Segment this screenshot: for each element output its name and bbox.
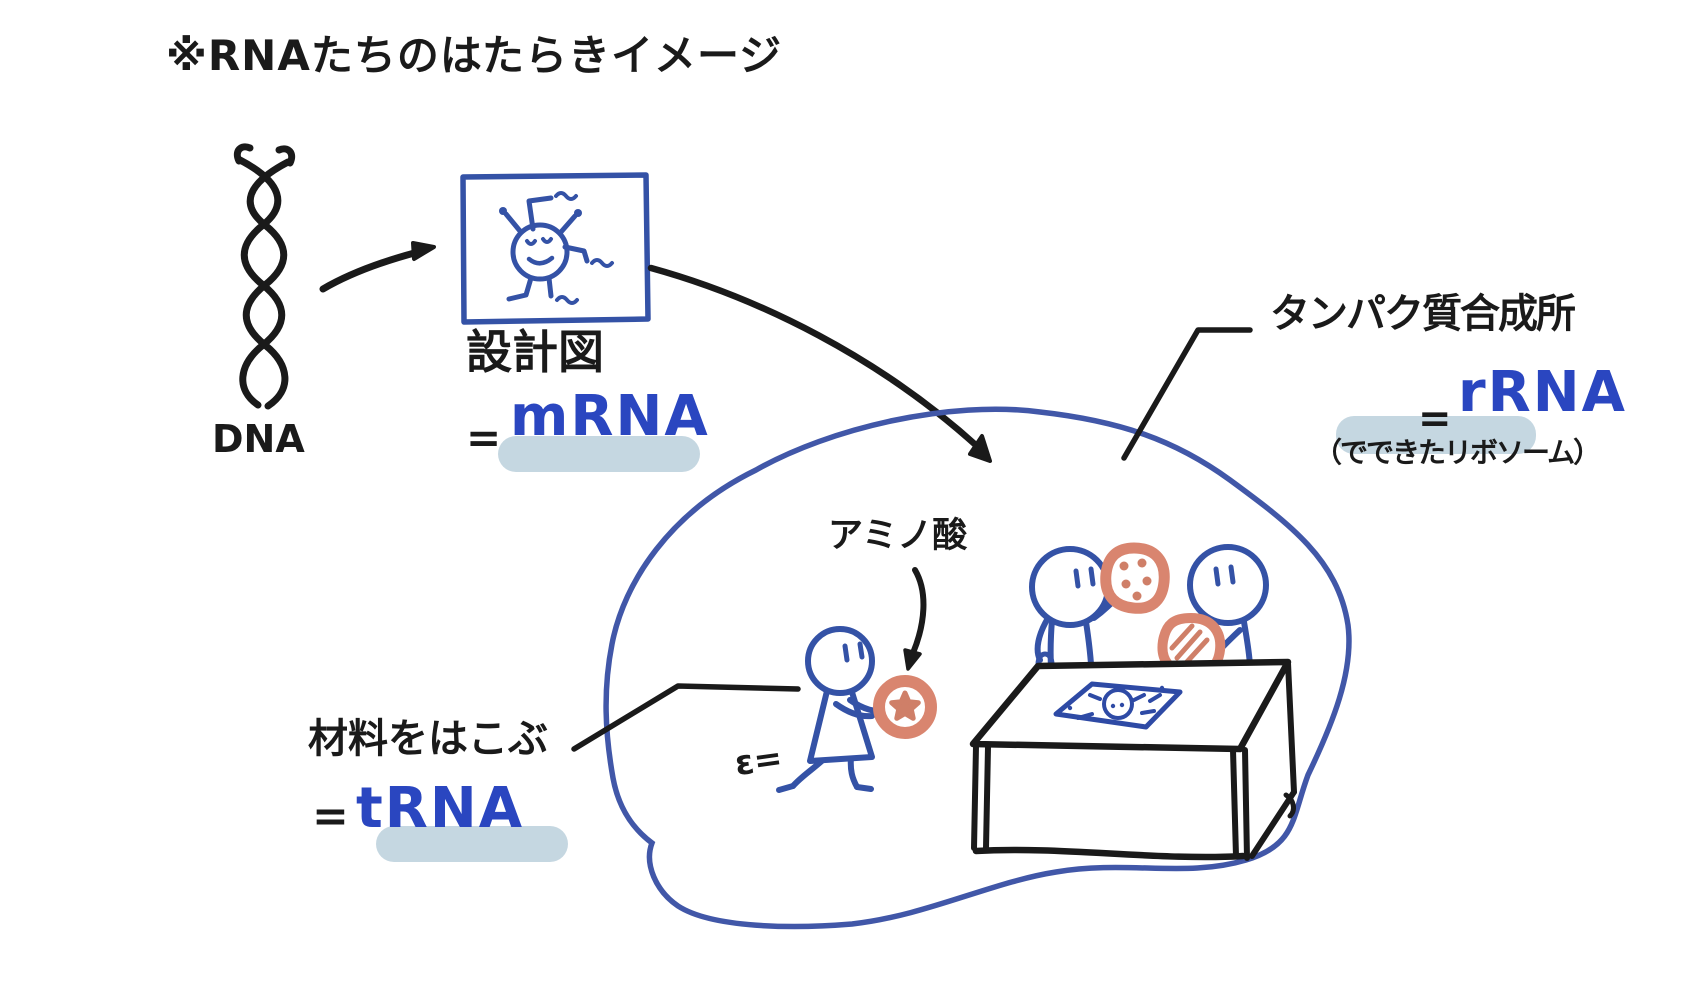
mrna-equals: = xyxy=(466,413,502,462)
trna-equals: = xyxy=(312,791,349,842)
dna-helix-drawing xyxy=(233,143,296,410)
dna-to-blueprint-arrow xyxy=(319,241,436,293)
motion-marks: ε= xyxy=(732,737,785,785)
rrna-equals: = xyxy=(1418,396,1452,442)
trna-word: tRNA xyxy=(356,776,525,841)
protein-dotted-icon xyxy=(1100,542,1170,614)
ribosome-blob-outline xyxy=(603,406,1352,930)
page-title: ※RNAたちのはたらきイメージ xyxy=(166,31,783,80)
trna-caption: 材料をはこぶ xyxy=(308,716,548,762)
ribosome-note: （でできたリボソーム） xyxy=(1314,436,1601,469)
blueprint-caption: 設計図 xyxy=(466,325,604,379)
blueprint-box-drawing xyxy=(460,172,651,325)
trna-callout-line xyxy=(571,683,801,752)
dna-label: DNA xyxy=(212,417,305,461)
desk-blueprint-drawing xyxy=(1053,681,1183,730)
rrna-heading: タンパク質合成所 xyxy=(1270,291,1576,337)
rrna-word: rRNA xyxy=(1458,360,1627,425)
trna-highlight xyxy=(376,826,568,862)
rrna-callout-line xyxy=(1121,327,1253,461)
amino-acid-arrow xyxy=(903,567,927,671)
trna-figure-drawing xyxy=(776,626,887,793)
amino-acid-ring-icon xyxy=(873,675,937,739)
mrna-word: mRNA xyxy=(510,384,710,449)
amino-acid-label: アミノ酸 xyxy=(828,516,968,556)
mrna-highlight xyxy=(498,436,700,472)
rrna-highlight xyxy=(1336,416,1536,454)
